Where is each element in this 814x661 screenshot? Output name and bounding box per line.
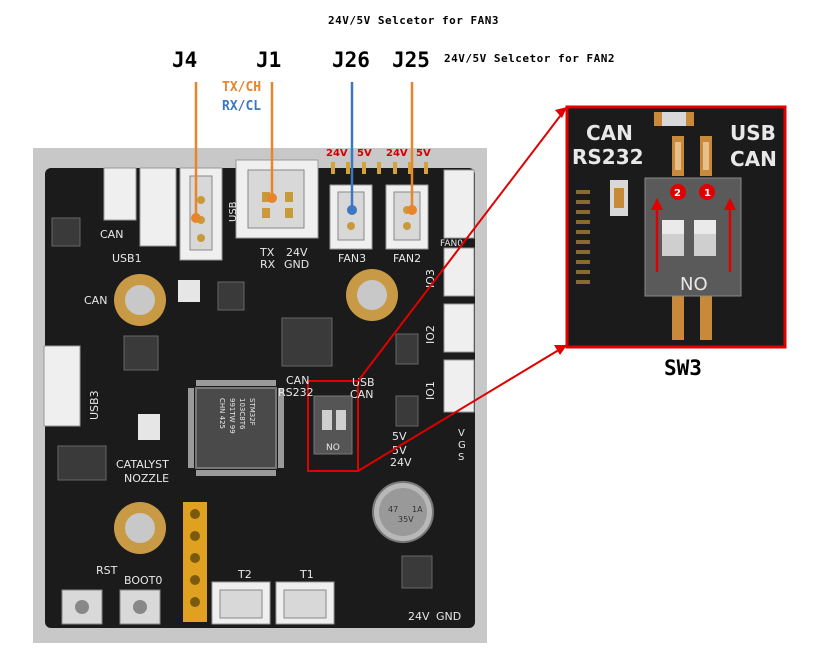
silk-catalyst: CATALYST [116,458,169,471]
silk-s: S [458,452,464,463]
voltage-mark-24v-fan3: 24V [326,148,348,159]
silk-tx: TX [259,246,275,259]
chip-text-2: 103C8T6 [238,398,246,430]
silk-gnd: GND [284,258,309,271]
silk-bottom-gnd: GND [436,610,461,623]
zoom-can-2: CAN [730,147,777,171]
zoom-rs232: RS232 [572,145,644,169]
fan3-selector-note: 24V/5V Selcetor for FAN3 [328,14,499,27]
silk-usb3: USB3 [88,390,101,420]
silk-io1: IO1 [424,381,437,400]
switch-num-1: 1 [704,188,711,199]
silk-24v-b: 24V [390,456,412,469]
silk-bottom-24v: 24V [408,610,430,623]
connector-io1-body [443,359,475,413]
connector-fan0-body [443,169,475,239]
silk-g: G [458,440,466,451]
silk-24v: 24V [286,246,308,259]
fan2-selector-note: 24V/5V Selcetor for FAN2 [444,52,615,65]
connector-top-1 [103,167,137,221]
silk-usb: USB [228,201,239,222]
silk-usb-switch: USB [352,376,375,389]
silk-can-1: CAN [100,228,123,241]
zoom-usb: USB [730,121,776,145]
j1-tx-label: TX/CH [222,80,262,95]
zoom-line-bottom [357,344,568,472]
silk-io2: IO2 [424,325,437,344]
silk-rs232-switch: RS232 [278,386,314,399]
silk-no: NO [326,443,340,453]
silk-fan0: FAN0 [440,239,463,249]
silk-can-2: CAN [84,294,107,307]
svg-text:35V: 35V [398,515,414,524]
voltage-mark-24v-fan2: 24V [386,148,408,159]
connector-label-j26: J26 [332,48,370,72]
ic-small-1 [217,281,245,311]
sw3-label: SW3 [664,356,702,380]
mounting-holes [114,269,398,554]
silk-rx: RX [260,258,276,271]
ic-small-2 [51,217,81,247]
chip-text-1: STM32F [248,398,256,426]
connector-label-j4: J4 [172,48,198,72]
zoom-line-top [357,106,568,382]
switch-num-2-badge [670,184,686,200]
switch-num-1-badge [699,184,715,200]
ic-small-4 [395,333,419,365]
silk-boot0: BOOT0 [124,574,162,587]
svg-text:1A: 1A [412,505,423,514]
header-pins [331,162,428,174]
connector-label-j25: J25 [392,48,430,72]
silk-fan2: FAN2 [393,252,421,265]
ic-small-5 [395,395,419,427]
silk-t1: T1 [299,568,314,581]
silk-rst: RST [96,564,118,577]
connector-io2-body [443,303,475,353]
switch-num-2: 2 [674,188,681,199]
svg-text:47: 47 [388,505,398,514]
silk-fan3: FAN3 [338,252,366,265]
board-switch-highlight [307,380,359,472]
connector-usb3-body [43,345,81,427]
silk-t2: T2 [237,568,252,581]
j1-rx-label: RX/CL [222,99,262,114]
j4-callout-dot [191,213,201,223]
chip-text-4: CHN 425 [218,398,226,429]
connector-io3-body [443,247,475,297]
j25-callout-dot [407,205,417,215]
ic-can-transceiver [281,317,333,367]
silk-can-switch: CAN [286,374,309,387]
silk-v: V [458,428,465,439]
chip-text-3: 991TW 99 [228,398,236,434]
silk-5v-a: 5V [392,430,407,443]
yellow-pin-header [183,502,207,622]
silk-nozzle: NOZZLE [124,472,169,485]
voltage-mark-5v-fan2: 5V [416,148,431,159]
silk-can-switch-2: CAN [350,388,373,401]
ic-small-3 [57,445,107,481]
ic-regulator [123,335,159,371]
voltage-mark-5v-fan3: 5V [357,148,372,159]
ic-small-6 [401,555,433,589]
connector-label-j1: J1 [256,48,282,72]
connector-top-2 [139,167,177,247]
zoom-dip-switch [644,177,742,297]
zoom-can: CAN [586,121,633,145]
silk-usb1: USB1 [112,252,142,265]
j1-callout-dot [267,193,277,203]
mcu-chip [195,387,277,469]
j26-callout-dot [347,205,357,215]
zoom-no: NO [680,274,708,295]
